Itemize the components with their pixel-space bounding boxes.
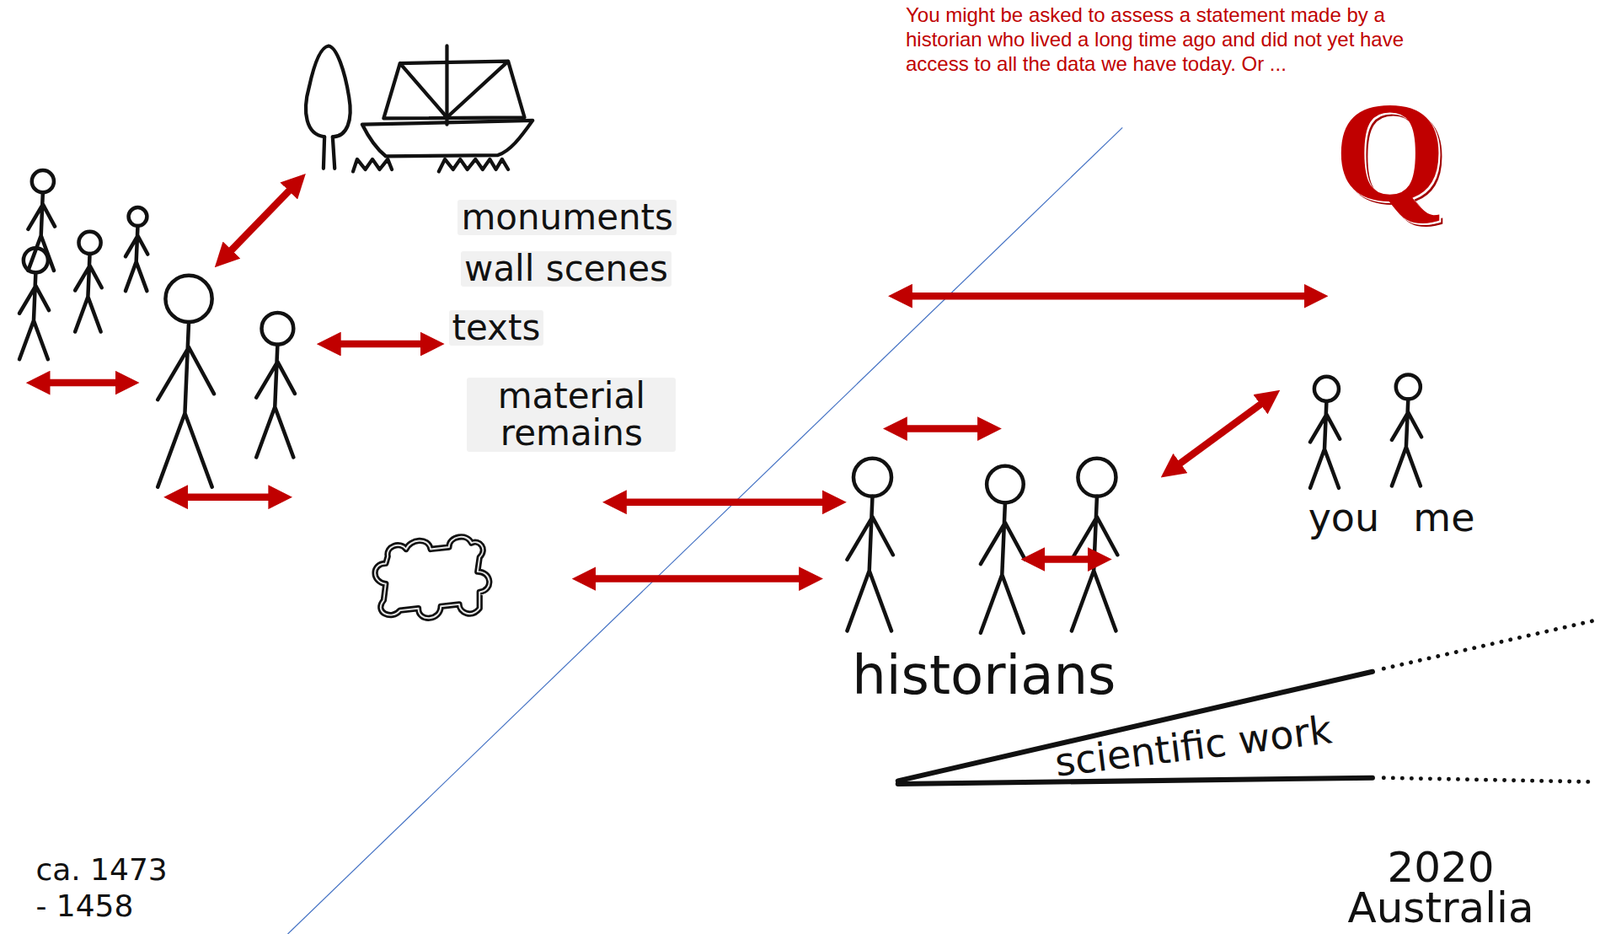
wall-outline [267, 3, 866, 933]
double-arrow [1038, 555, 1096, 562]
wall-slab: monuments wall scenes texts material remain… [267, 3, 866, 933]
stick-figure [846, 458, 893, 632]
person-label: you [1308, 497, 1381, 537]
double-arrow [1174, 400, 1267, 468]
water-waves [438, 159, 509, 172]
double-arrow [333, 340, 428, 348]
boat-sail [383, 61, 525, 119]
stick-figure [125, 207, 148, 291]
stick-figure [980, 465, 1026, 633]
wall-end [828, 3, 866, 348]
puzzle-inner-line [374, 536, 490, 618]
question-mark-letter: Q [1334, 80, 1446, 224]
growth-wedge [898, 620, 1595, 784]
double-arrow [226, 185, 295, 255]
wall-text: monuments [457, 199, 677, 236]
place-date-label: 2020 Australia [1343, 847, 1538, 928]
wall-shading [267, 14, 859, 932]
tree-crown [305, 45, 351, 137]
tree-trunk [323, 136, 335, 169]
boat-drawing [353, 45, 533, 172]
wedge-line [898, 777, 1373, 784]
boat-mast [444, 45, 449, 124]
divider-line [288, 127, 1124, 934]
double-arrow [180, 492, 276, 500]
date-label: ca. 1473 - 1458 [35, 850, 178, 924]
stick-figure [19, 247, 49, 359]
stick-figure [27, 170, 55, 271]
double-arrow [899, 424, 985, 432]
wedge-dots [1383, 620, 1594, 669]
stick-figure [1391, 374, 1422, 486]
wall-text: texts [449, 310, 545, 346]
wall-top [267, 3, 866, 554]
tree-drawing [305, 45, 351, 168]
double-arrow [42, 379, 123, 386]
stick-figure [1310, 376, 1340, 488]
wedge-label: scientific work [1053, 709, 1335, 782]
puzzle-outline [374, 536, 490, 618]
stick-figure [74, 231, 102, 332]
puzzle-piece [374, 536, 490, 618]
water-waves [353, 159, 392, 172]
wall-face [267, 14, 859, 932]
group-label: historians [851, 647, 1116, 702]
double-arrow [619, 498, 830, 506]
wall-text: material remains [466, 377, 676, 452]
stick-figure [157, 275, 215, 487]
wedge-dots [1383, 777, 1594, 782]
note-text: You might be asked to assess a statement… [905, 3, 1433, 76]
double-arrow [588, 574, 807, 582]
stick-figure [256, 312, 295, 458]
wall-text: wall scenes [460, 251, 672, 287]
person-label: me [1412, 497, 1475, 537]
double-arrow [904, 292, 1312, 300]
stick-figure [1071, 458, 1118, 632]
